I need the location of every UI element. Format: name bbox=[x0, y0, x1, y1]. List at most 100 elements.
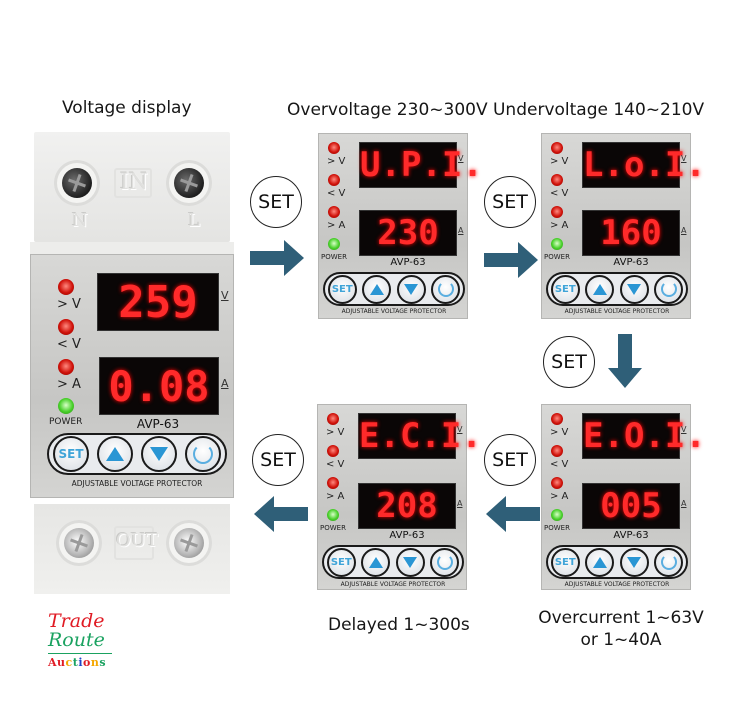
led-label-undervoltage: < V bbox=[326, 459, 345, 470]
triangle-up-icon bbox=[592, 283, 607, 295]
down-button[interactable] bbox=[396, 274, 426, 304]
model-label: AVP-63 bbox=[613, 530, 649, 541]
power-button[interactable] bbox=[654, 274, 684, 304]
current-display-value: 208 bbox=[376, 486, 438, 526]
led-overvoltage-indicator bbox=[551, 142, 563, 154]
screw-head-icon bbox=[174, 528, 204, 558]
set-step-3-bubble: SET bbox=[543, 336, 595, 388]
set-button[interactable]: SET bbox=[53, 436, 89, 472]
led-undervoltage-indicator bbox=[328, 174, 340, 186]
model-label: AVP-63 bbox=[613, 257, 649, 268]
arrow-left-icon bbox=[254, 496, 308, 532]
led-label-power: POWER bbox=[321, 253, 347, 261]
down-button[interactable] bbox=[395, 547, 425, 577]
down-button[interactable] bbox=[619, 274, 649, 304]
unit-amps: A bbox=[457, 499, 463, 508]
up-button[interactable] bbox=[585, 274, 615, 304]
led-overcurrent-indicator bbox=[327, 477, 339, 489]
voltage-display: L.o.I. bbox=[582, 142, 706, 188]
button-row: SET bbox=[323, 272, 465, 306]
set-button[interactable]: SET bbox=[550, 547, 580, 577]
screw-out-right bbox=[166, 520, 212, 566]
set-step-5-bubble: SET bbox=[252, 434, 304, 486]
led-label-undervoltage: < V bbox=[327, 188, 346, 199]
led-label-power: POWER bbox=[544, 524, 570, 532]
led-label-undervoltage: < V bbox=[57, 337, 81, 352]
led-label-overvoltage: > V bbox=[327, 156, 346, 167]
led-label-undervoltage: < V bbox=[550, 459, 569, 470]
device-bottom-terminal-block: OUT bbox=[34, 504, 230, 594]
panel-overcurrent: > V < V > A POWER E.O.I. V 005 A AVP-63 … bbox=[541, 404, 706, 590]
down-button[interactable] bbox=[141, 436, 177, 472]
power-button[interactable] bbox=[185, 436, 221, 472]
panel-delay: > V < V > A POWER E.C.I. V 208 A AVP-63 … bbox=[317, 404, 482, 590]
led-label-overcurrent: > A bbox=[326, 491, 345, 502]
set-button[interactable]: SET bbox=[327, 274, 357, 304]
current-display-value: 0.08 bbox=[108, 361, 210, 411]
unit-amps: A bbox=[458, 226, 464, 235]
power-icon bbox=[660, 281, 677, 297]
power-button[interactable] bbox=[430, 547, 460, 577]
voltage-display-value: E.C.I. bbox=[359, 416, 482, 456]
current-display: 230 bbox=[359, 210, 457, 256]
set-button[interactable]: SET bbox=[550, 274, 580, 304]
power-button[interactable] bbox=[431, 274, 461, 304]
arrow-left-icon bbox=[486, 496, 540, 532]
trade-route-auctions-logo: Trade Route Auctions bbox=[48, 612, 112, 669]
unit-amps: A bbox=[681, 226, 687, 235]
triangle-down-icon bbox=[403, 556, 418, 568]
voltage-display-value: E.O.I. bbox=[583, 416, 706, 456]
up-button[interactable] bbox=[585, 547, 615, 577]
led-label-power: POWER bbox=[49, 417, 83, 427]
current-display-value: 230 bbox=[377, 213, 439, 253]
up-button[interactable] bbox=[97, 436, 133, 472]
screw-head-icon bbox=[62, 168, 92, 198]
brand-strip-text: ADJUSTABLE VOLTAGE PROTECTOR bbox=[564, 581, 670, 588]
led-power-indicator bbox=[58, 398, 74, 414]
button-row: SET bbox=[546, 272, 688, 306]
voltage-display: E.O.I. bbox=[582, 413, 706, 459]
led-overcurrent-indicator bbox=[551, 477, 563, 489]
up-button[interactable] bbox=[361, 547, 391, 577]
down-button[interactable] bbox=[619, 547, 649, 577]
led-label-overcurrent: > A bbox=[550, 491, 569, 502]
panel-undervoltage: > V < V > A POWER L.o.I. V 160 A AVP-63 … bbox=[541, 133, 706, 319]
out-label-box bbox=[114, 526, 154, 560]
logo-letter: n bbox=[90, 656, 100, 669]
logo-letter: t bbox=[72, 656, 79, 669]
logo-letter: A bbox=[48, 656, 58, 669]
logo-letter: o bbox=[83, 656, 91, 669]
voltage-display-value: U.P.I. bbox=[360, 145, 483, 185]
unit-volts: V bbox=[458, 154, 464, 163]
caption-delayed: Delayed 1~300s bbox=[328, 615, 470, 635]
led-undervoltage-indicator bbox=[327, 445, 339, 457]
set-button[interactable]: SET bbox=[326, 547, 356, 577]
voltage-display: E.C.I. bbox=[358, 413, 482, 459]
led-undervoltage-indicator bbox=[551, 445, 563, 457]
arrow-right-icon bbox=[250, 240, 304, 276]
caption-overcurrent-line1: Overcurrent 1~63V bbox=[538, 608, 704, 628]
logo-letter: c bbox=[65, 656, 73, 669]
triangle-up-icon bbox=[369, 283, 384, 295]
button-row: SET bbox=[47, 433, 227, 475]
led-power-indicator bbox=[551, 238, 563, 250]
logo-letter: s bbox=[99, 656, 107, 669]
unit-amps: A bbox=[221, 377, 229, 390]
logo-divider bbox=[48, 653, 112, 654]
set-step-1-bubble: SET bbox=[250, 176, 302, 228]
power-button[interactable] bbox=[654, 547, 684, 577]
set-step-4-bubble: SET bbox=[484, 434, 536, 486]
caption-overcurrent-line2: or 1~40A bbox=[580, 630, 662, 650]
triangle-down-icon bbox=[627, 283, 642, 295]
terminal-l-label: L bbox=[188, 210, 200, 231]
set-step-2-bubble: SET bbox=[484, 176, 536, 228]
arrow-right-icon bbox=[484, 242, 538, 278]
up-button[interactable] bbox=[362, 274, 392, 304]
led-overvoltage-indicator bbox=[327, 413, 339, 425]
logo-line-route: Route bbox=[48, 629, 105, 651]
triangle-down-icon bbox=[404, 283, 419, 295]
power-icon bbox=[436, 554, 453, 570]
button-row: SET bbox=[546, 545, 688, 579]
led-label-overvoltage: > V bbox=[550, 427, 569, 438]
power-icon bbox=[437, 281, 454, 297]
